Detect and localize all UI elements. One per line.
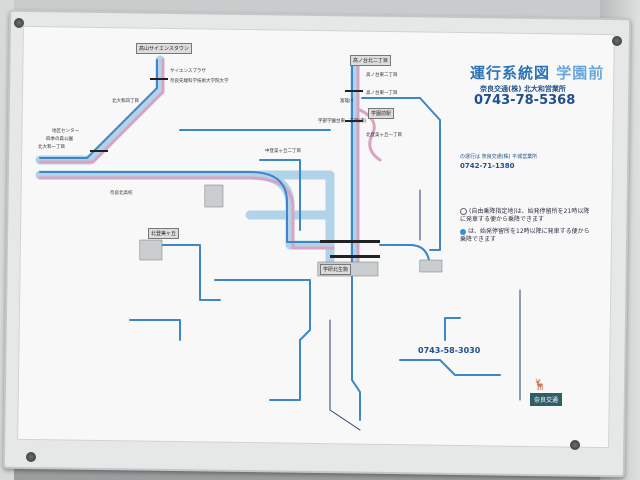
note-text: は、始発停留所を12時以降に発車する便から乗降できます [460, 228, 590, 243]
terminal-label: 高山サイエンスタウン [136, 43, 192, 54]
title-main: 運行系統図 [470, 64, 551, 82]
stop-label: 中登美ヶ丘二丁目 [265, 149, 301, 154]
bolt-icon [14, 18, 24, 28]
company-logo: 奈良交通 [530, 393, 563, 406]
stop-label: サイエンスプラザ [170, 69, 206, 74]
stop-label: 宇部学園台東一丁目(南) [318, 119, 367, 124]
stop-label: 高ノ台東一丁目 [366, 91, 398, 96]
page-title: 運行系統図 学園前 [470, 62, 604, 83]
other-office-phone: 0742-71-1380 [460, 162, 515, 170]
bolt-icon [26, 452, 36, 462]
stop-label: 富雄川 [340, 99, 354, 104]
stop-label: 奈良先端科学技術大学院大学 [170, 79, 229, 84]
stop-label: 地区センター [52, 129, 79, 134]
terminal-label: 北登美ヶ丘 [148, 228, 180, 239]
legend-notes: (自由乗降指定地)は、始発停留所を21時以降に発車する便から乗降できます は、始… [460, 208, 595, 244]
terminal-label: 高ノ台北二丁目 [350, 55, 392, 66]
office-phone: 0743-78-5368 [474, 93, 576, 108]
note-text: (自由乗降指定地)は、始発停留所を21時以降に発車する便から乗降できます [460, 208, 590, 223]
stop-label: 高ノ台東二丁目 [366, 73, 398, 78]
office-name: 奈良交通(株) 北大和営業所 [480, 85, 566, 93]
stop-label: 北大和四丁目 [112, 99, 139, 104]
deer-logo-icon: 🦌 [533, 378, 547, 391]
bolt-icon [612, 36, 622, 46]
title-sub: 学園前 [556, 64, 605, 82]
south-office-phone: 0743-58-3030 [418, 346, 481, 355]
bolt-icon [570, 440, 580, 450]
stop-label: 奈良北高校 [110, 191, 133, 196]
legend-note-free-boarding: (自由乗降指定地)は、始発停留所を21時以降に発車する便から乗降できます [460, 208, 595, 224]
legend-note-noon: は、始発停留所を12時以降に発車する便から乗降できます [460, 228, 595, 244]
blue-dot-icon [460, 228, 466, 235]
terminal-label: 学園前駅 [368, 108, 395, 119]
stop-label: 四季の森公園 [46, 137, 73, 142]
stop-label: 北大和一丁目 [38, 145, 65, 150]
other-office-note: の運行は 奈良交通(株) 平城営業所 [460, 154, 538, 160]
stop-label: 北登美ヶ丘一丁目 [366, 133, 402, 138]
circle-icon [460, 208, 467, 215]
terminal-label: 学研北生駒 [320, 264, 352, 275]
